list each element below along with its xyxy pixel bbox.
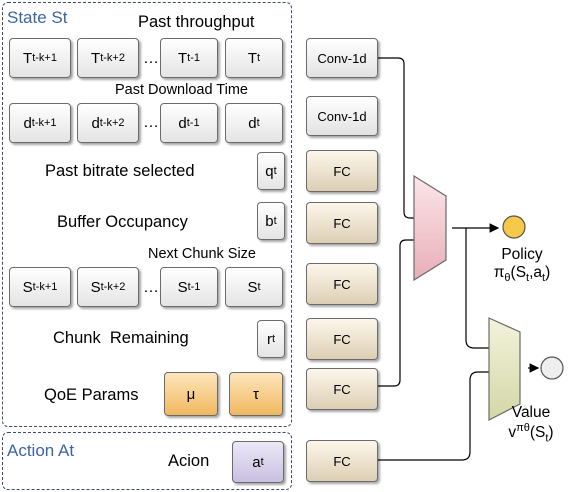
connector-lines — [378, 57, 540, 461]
chunk-size-ellipsis: … — [143, 279, 159, 296]
throughput-ellipsis: … — [143, 50, 159, 67]
past-throughput-label: Past throughput — [138, 13, 255, 31]
fc-qoe: FC — [306, 368, 378, 410]
value-title: Value — [511, 404, 551, 421]
chunk-remaining-label: Chunk Remaining — [53, 329, 189, 347]
value-head — [488, 317, 521, 421]
action-region — [2, 432, 292, 490]
qoe-mu-cell: μ — [164, 372, 218, 416]
policy-title: Policy — [501, 246, 543, 263]
policy-output-node — [502, 215, 526, 239]
state-region — [2, 2, 292, 427]
next-chunk-size-label: Next Chunk Size — [148, 246, 256, 262]
conv1d-throughput: Conv-1d — [306, 38, 378, 78]
value-formula: vπθ(St) — [508, 422, 554, 445]
conv1d-download: Conv-1d — [306, 96, 378, 136]
fc-action: FC — [306, 440, 378, 482]
state-region-title: State St — [7, 8, 68, 27]
policy-head — [413, 174, 447, 282]
fc-buffer: FC — [306, 202, 378, 244]
value-label: Value vπθ(St) — [496, 404, 566, 444]
fc-chunk-size: FC — [306, 263, 378, 305]
past-bitrate-label: Past bitrate selected — [45, 162, 195, 180]
value-output-node — [540, 356, 564, 380]
download-ellipsis: … — [143, 114, 159, 131]
action-label: Acion — [168, 452, 210, 470]
past-download-time-label: Past Download Time — [115, 82, 248, 98]
qoe-tau-cell: τ — [229, 372, 283, 416]
qoe-params-label: QoE Params — [44, 386, 139, 404]
policy-label: Policy πθ(St,at) — [486, 246, 558, 284]
fc-bitrate: FC — [306, 150, 378, 192]
fc-chunk-remaining: FC — [306, 318, 378, 360]
action-region-title: Action At — [7, 441, 75, 460]
policy-formula: πθ(St,at) — [493, 264, 551, 285]
buffer-occupancy-label: Buffer Occupancy — [57, 213, 188, 231]
